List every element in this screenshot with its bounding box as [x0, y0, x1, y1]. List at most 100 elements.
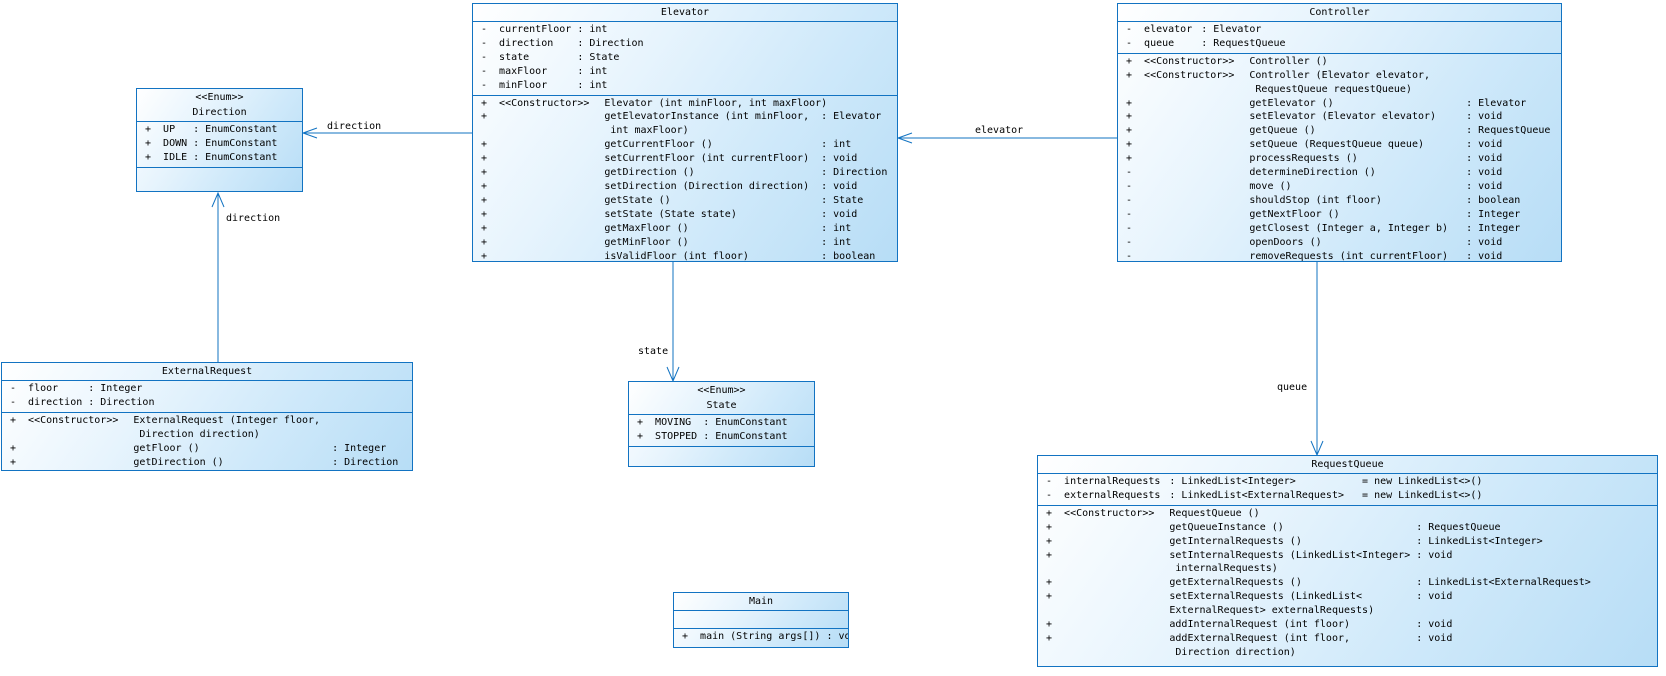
attribute-initializer — [801, 416, 814, 430]
method-signature: getInternalRequests () — [1169, 535, 1302, 547]
method-return-type — [1466, 55, 1561, 69]
attribute-name: internalRequests — [1064, 476, 1161, 487]
visibility: + — [637, 430, 644, 442]
attribute-initializer — [277, 382, 412, 396]
method-return-type: : int — [821, 236, 852, 248]
attribute-row: +MOVING: EnumConstant — [629, 416, 814, 430]
method-signature: RequestQueue () — [1169, 507, 1260, 519]
class-name: ExternalRequest — [161, 366, 253, 377]
method-signature: getMinFloor () — [604, 236, 689, 248]
attribute-type: : Direction — [577, 37, 644, 49]
method-return-type: : void — [1416, 591, 1453, 603]
method-row: -getNextFloor (): Integer — [1118, 208, 1561, 222]
method-signature: setQueue (RequestQueue queue) — [1249, 139, 1424, 151]
method-stereotype: <<Constructor>> — [1064, 507, 1155, 519]
method-return-type: : void — [821, 153, 858, 165]
method-row: -getClosest (Integer a, Integer b): Inte… — [1118, 222, 1561, 236]
attribute-type: : Elevator — [1201, 24, 1262, 35]
attribute-initializer — [1423, 37, 1561, 51]
visibility: + — [145, 137, 152, 149]
visibility: + — [1046, 577, 1053, 589]
method-stereotype — [1064, 549, 1169, 577]
method-row: -move (): void — [1118, 180, 1561, 194]
method-stereotype — [499, 250, 604, 262]
attributes-compartment: -elevator: Elevator-queue: RequestQueue — [1118, 21, 1561, 53]
visibility: - — [1126, 180, 1133, 192]
methods-compartment — [137, 166, 302, 191]
method-return-type: : int — [821, 139, 852, 151]
visibility: + — [1046, 507, 1053, 519]
method-signature: setElevator (Elevator elevator) — [1249, 111, 1437, 123]
method-return-type — [1416, 507, 1657, 521]
method-row: +getElevator (): Elevator — [1118, 97, 1561, 111]
method-stereotype — [1064, 576, 1169, 590]
class-title: Elevator — [473, 4, 897, 21]
method-stereotype — [499, 138, 604, 152]
visibility: + — [481, 111, 488, 123]
method-signature: ExternalRequest (Integer floor, Directio… — [133, 414, 321, 440]
visibility: + — [145, 124, 152, 135]
class-stereotype: <<Enum>> — [195, 92, 244, 103]
method-return-type: : Integer — [332, 442, 387, 454]
method-row: + <<Constructor>> RequestQueue () — [1038, 507, 1657, 521]
attribute-initializer — [290, 123, 302, 137]
attribute-initializer: = new LinkedList<>() — [1362, 489, 1483, 501]
class-title: RequestQueue — [1038, 456, 1657, 473]
class-controller[interactable]: Controller -elevator: Elevator-queue: Re… — [1117, 3, 1562, 262]
edge-label-direction-2: direction — [226, 213, 281, 224]
method-return-type: : void — [1466, 180, 1503, 192]
method-signature: setState (State state) — [604, 208, 737, 220]
class-name: Main — [748, 596, 774, 607]
method-stereotype — [1144, 152, 1249, 166]
method-stereotype — [499, 166, 604, 180]
visibility: + — [1126, 125, 1133, 137]
method-row: +getState (): State — [473, 194, 897, 208]
method-signature: setInternalRequests (LinkedList<Integer>… — [1169, 549, 1411, 575]
class-title: <<Enum>>State — [629, 382, 814, 414]
methods-compartment: +main (String args[]): void — [674, 628, 848, 647]
attribute-type: : EnumConstant — [193, 124, 278, 135]
attribute-row: -currentFloor: int — [473, 23, 897, 37]
method-row: +getCurrentFloor (): int — [473, 138, 897, 152]
attribute-name: queue — [1144, 37, 1175, 49]
method-return-type: : RequestQueue — [1466, 125, 1551, 137]
attributes-compartment: +UP: EnumConstant+DOWN: EnumConstant+IDL… — [137, 121, 302, 167]
method-signature: getFloor () — [133, 442, 200, 454]
attribute-initializer — [752, 79, 897, 93]
attribute-type: : LinkedList<Integer> — [1169, 476, 1296, 487]
attribute-initializer — [1411, 23, 1561, 37]
attribute-type: : LinkedList<ExternalRequest> — [1169, 489, 1344, 501]
method-return-type: : void — [826, 631, 848, 642]
attribute-row: -externalRequests: LinkedList<ExternalRe… — [1038, 489, 1657, 503]
enum-direction[interactable]: <<Enum>>Direction +UP: EnumConstant+DOWN… — [136, 88, 303, 192]
attribute-initializer — [801, 430, 814, 444]
class-elevator[interactable]: Elevator -currentFloor: int-direction: D… — [472, 3, 898, 262]
attribute-type: : State — [577, 51, 620, 63]
method-signature: getQueueInstance () — [1169, 521, 1284, 533]
visibility: + — [10, 456, 17, 468]
edge-label-queue: queue — [1277, 382, 1308, 393]
method-return-type: : Elevator — [821, 111, 882, 123]
class-externalrequest[interactable]: ExternalRequest -floor: Integer-directio… — [1, 362, 413, 471]
visibility: + — [1126, 55, 1133, 67]
attributes-compartment: +MOVING: EnumConstant+STOPPED: EnumConst… — [629, 414, 814, 446]
class-main[interactable]: Main +main (String args[]): void — [673, 592, 849, 648]
edge-label-state: state — [638, 346, 669, 357]
method-signature: getDirection () — [604, 167, 695, 179]
class-name: State — [706, 400, 737, 411]
method-return-type: : void — [1466, 167, 1503, 179]
attribute-row: -direction: Direction — [473, 37, 897, 51]
enum-state[interactable]: <<Enum>>State +MOVING: EnumConstant+ STOP… — [628, 381, 815, 467]
class-requestqueue[interactable]: RequestQueue -internalRequests: LinkedLi… — [1037, 455, 1658, 667]
method-signature: getElevator () — [1249, 97, 1334, 109]
attribute-type: : RequestQueue — [1201, 37, 1286, 49]
edge-label-elevator: elevator — [975, 125, 1024, 136]
attribute-initializer — [758, 51, 897, 65]
attribute-name: STOPPED — [655, 430, 698, 442]
attribute-type: : int — [577, 65, 608, 77]
method-return-type — [332, 414, 412, 442]
method-row: +getFloor (): Integer — [2, 442, 412, 456]
arrowhead-direction-left — [301, 127, 318, 139]
method-stereotype: <<Constructor>> — [499, 97, 590, 109]
method-row: +setExternalRequests (LinkedList< Extern… — [1038, 590, 1657, 618]
